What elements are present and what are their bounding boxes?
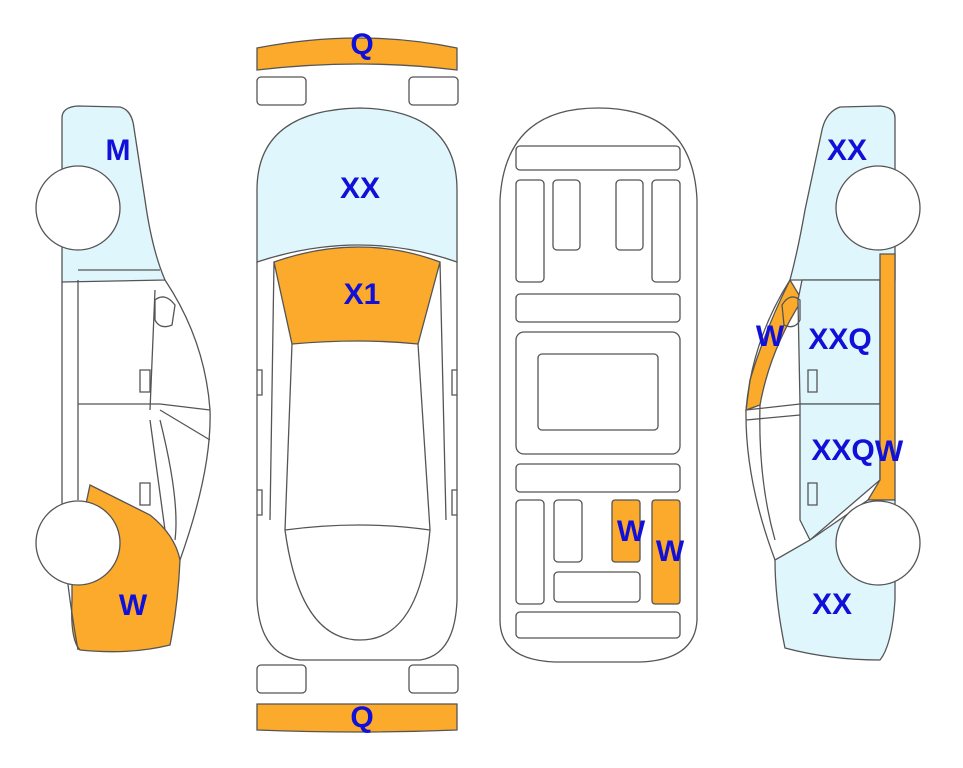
floor-outline: [499, 107, 698, 663]
right-rear-wheel: [835, 500, 921, 586]
left-rear-quarter-label: W: [119, 589, 148, 622]
floor-damage-a-panel[interactable]: [611, 499, 641, 563]
right-mirror: [781, 296, 801, 328]
left-side-view: M W: [35, 105, 211, 653]
right-rear-door-panel[interactable]: [799, 403, 881, 542]
rear-right-lamp: [408, 664, 459, 694]
rear-bumper-label: Q: [350, 701, 373, 734]
floor-block-fr: [615, 179, 644, 251]
floor-rail-rl: [515, 499, 545, 605]
front-bumper-panel[interactable]: [256, 37, 458, 71]
top-cabin-lines: [269, 261, 447, 641]
floor-center-panel: [537, 353, 659, 431]
right-front-fender-label: XX: [827, 134, 867, 167]
right-front-door-label: XXQ: [808, 323, 871, 356]
floor-damage-b-label: W: [656, 535, 685, 568]
left-door-lines: [77, 269, 211, 541]
top-view: Q XX X1 Q: [256, 28, 459, 734]
rear-bumper-panel[interactable]: [256, 703, 458, 733]
right-rocker-label: W: [875, 435, 904, 468]
floor-damage-a-label: W: [617, 515, 646, 548]
right-handle-front: [807, 369, 818, 393]
windshield-label: X1: [344, 278, 381, 311]
floor-rear-crossmember: [515, 611, 681, 639]
hood-panel[interactable]: [256, 107, 458, 263]
rear-left-lamp: [256, 664, 307, 694]
left-front-fender-label: M: [106, 134, 131, 167]
floor-mid-bar-1: [515, 293, 681, 323]
left-mirror: [154, 296, 176, 328]
left-handle-rear: [139, 482, 151, 506]
floor-block-rl: [553, 499, 583, 563]
top-mirrors: [257, 369, 457, 516]
left-handle-front: [139, 369, 151, 393]
front-left-lamp: [256, 76, 307, 106]
floor-block-fl: [552, 179, 581, 251]
left-rear-wheel: [35, 500, 121, 586]
hood-label: XX: [340, 172, 380, 205]
floor-rail-fr: [651, 179, 681, 283]
floor-rear-block: [553, 571, 641, 603]
floor-tunnel: [515, 331, 681, 455]
top-body-outline: [256, 262, 458, 661]
right-side-view: XX W XXQ XXQ W XX: [745, 105, 921, 661]
floor-view: W W: [499, 107, 698, 663]
front-bumper-label: Q: [350, 28, 373, 61]
right-rear-door-label: XXQ: [811, 434, 874, 467]
floor-damage-b-panel[interactable]: [651, 499, 681, 605]
right-body-outline: [745, 279, 801, 561]
floor-rail-fl: [515, 179, 545, 283]
floor-mid-bar-2: [515, 463, 681, 493]
right-pillar-label: W: [756, 320, 785, 353]
right-rear-quarter-label: XX: [812, 588, 852, 621]
front-right-lamp: [408, 76, 459, 106]
floor-front-crossmember: [515, 145, 681, 171]
right-handle-rear: [807, 482, 818, 506]
right-front-wheel: [835, 165, 921, 251]
left-front-wheel: [35, 165, 121, 251]
